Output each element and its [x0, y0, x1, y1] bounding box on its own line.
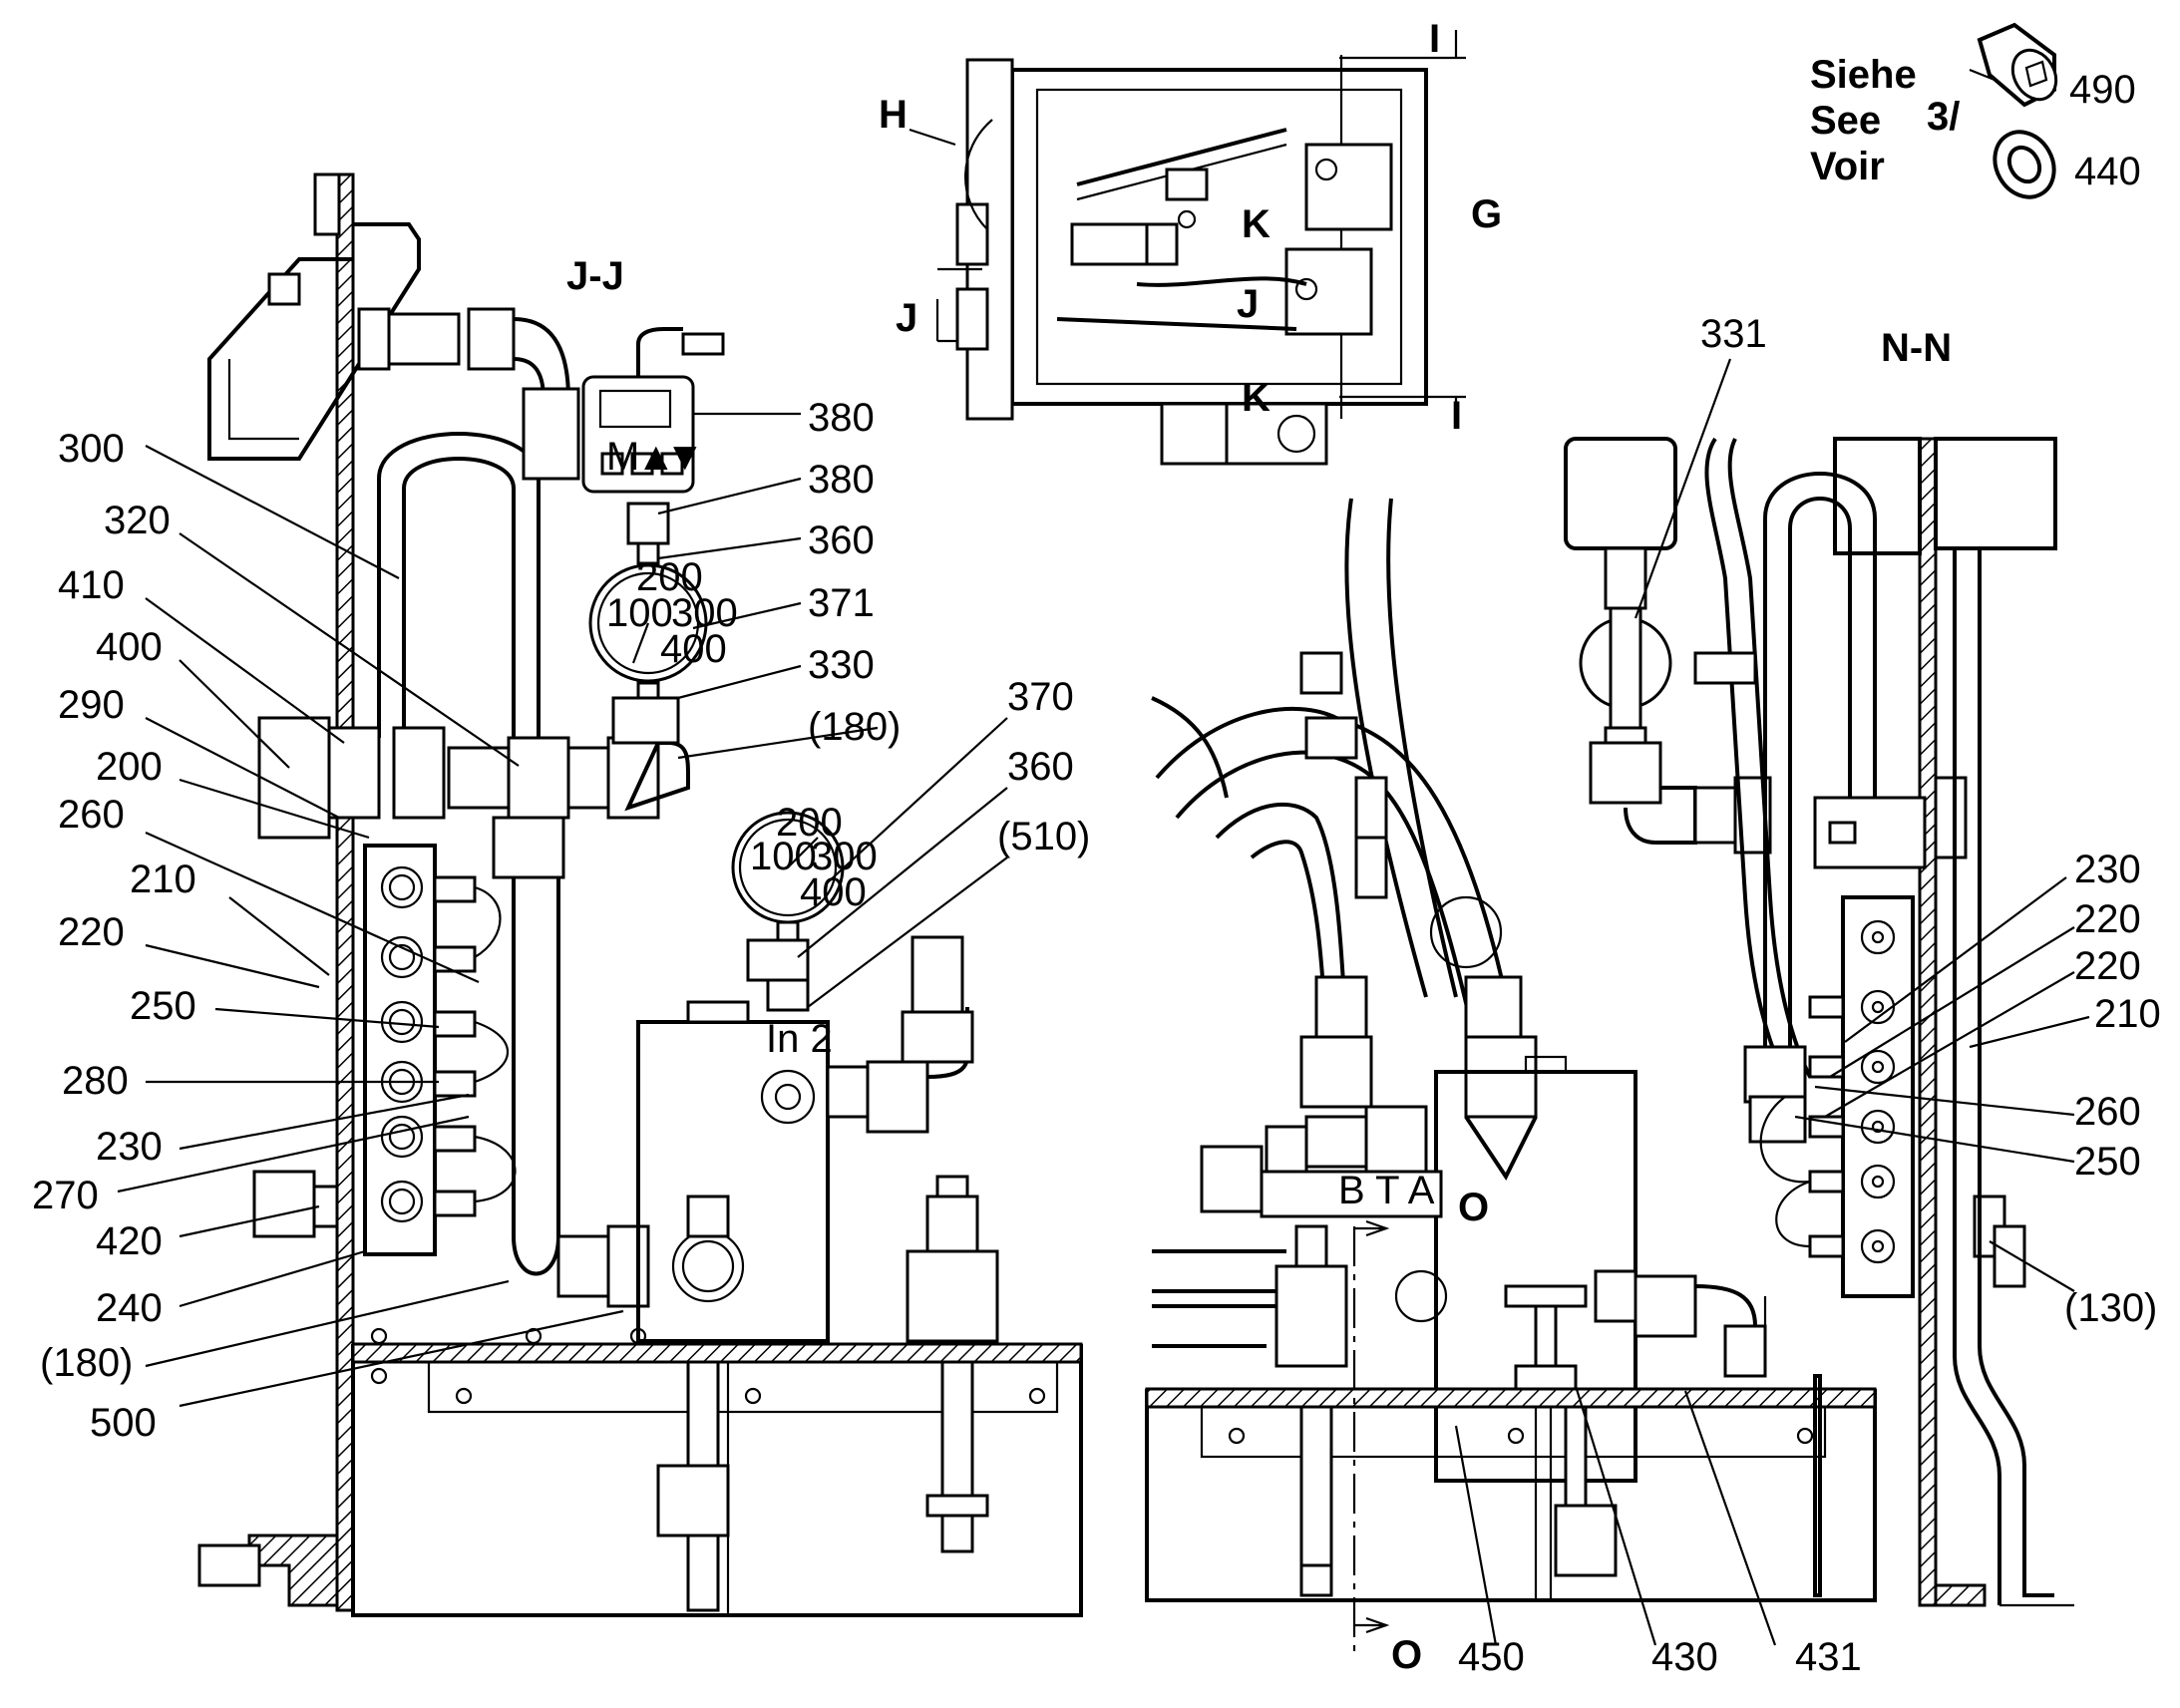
section-label-h: H: [879, 93, 908, 137]
part-label: 331: [1700, 312, 1767, 356]
section-label-i-top: I: [1429, 17, 1440, 61]
part-label: 220: [2074, 897, 2141, 941]
svg-text:200: 200: [776, 801, 843, 845]
part-label: 210: [2094, 992, 2161, 1036]
part-label: 260: [2074, 1090, 2141, 1134]
section-label-o-top: O: [1458, 1186, 1489, 1229]
part-label: 200: [96, 745, 163, 789]
svg-text:100: 100: [606, 591, 673, 635]
svg-text:400: 400: [660, 627, 727, 671]
part-label: 300: [58, 427, 125, 471]
part-label: 330: [808, 643, 875, 687]
right-wall: [1918, 437, 1938, 1607]
part-label: (130): [2064, 1286, 2157, 1330]
part-label: 360: [1007, 745, 1074, 789]
see-note-ref: 3/: [1927, 95, 1960, 139]
section-label-j-inner: J: [1237, 282, 1259, 326]
part-label: (180): [40, 1341, 133, 1385]
part-label: 380: [808, 396, 875, 440]
part-label: 430: [1651, 1635, 1718, 1679]
part-label: 360: [808, 518, 875, 562]
part-labels-top-right: 490 440: [2069, 68, 2141, 193]
view-nn: [1564, 437, 2074, 1607]
leader-lines: [117, 68, 2090, 1646]
view-jj: In 2 200 100 300 400: [197, 172, 1083, 1617]
part-label: 410: [58, 563, 125, 607]
section-label-jj: J-J: [566, 254, 624, 298]
part-label: 230: [96, 1125, 163, 1169]
left-block: [636, 1020, 830, 1343]
svg-text:▲: ▲: [636, 435, 676, 479]
section-label-i-bottom: I: [1451, 394, 1462, 438]
part-label: 280: [62, 1059, 129, 1103]
section-label-g: G: [1471, 192, 1502, 236]
svg-text:M: M: [606, 435, 639, 479]
part-label: 420: [96, 1219, 163, 1263]
see-note-de: Siehe: [1810, 53, 1917, 97]
see-note-en: See: [1810, 99, 1881, 143]
part-label: 220: [58, 910, 125, 954]
section-label-o-bottom: O: [1391, 1633, 1422, 1677]
center-plate: [1145, 1387, 1877, 1409]
valve-marking: B T A: [1338, 1169, 1435, 1212]
part-label: 380: [808, 458, 875, 502]
part-label: 210: [130, 857, 196, 901]
part-label: (180): [808, 705, 901, 749]
part-label: 260: [58, 793, 125, 837]
svg-text:300: 300: [811, 835, 878, 878]
see-note: Siehe See Voir 3/: [1810, 53, 1960, 188]
part-label: 250: [2074, 1140, 2141, 1184]
svg-text:▼: ▼: [665, 435, 705, 479]
loose-parts: [1977, 22, 2058, 199]
left-wall: [335, 172, 355, 1612]
section-labels: J-J N-N G H I I J J K K O O: [566, 17, 1952, 1677]
part-label: (510): [997, 815, 1090, 858]
view-g: [935, 30, 1466, 466]
left-plate: [351, 1342, 1083, 1364]
part-label: 320: [104, 499, 171, 542]
part-label: 230: [2074, 848, 2141, 891]
part-label: 400: [96, 625, 163, 669]
controller-assembly: M ▲ ▼ 200 100 300 400: [581, 327, 738, 745]
part-label: 370: [1007, 675, 1074, 719]
part-label: 440: [2074, 150, 2141, 193]
part-labels-right: 331 230 220 220 210 260 250 (130): [1700, 312, 2161, 1330]
part-labels-left: 300 320 410 400 290 200 260 210 220 250 …: [32, 427, 196, 1445]
part-label: 431: [1795, 1635, 1862, 1679]
part-label: 250: [130, 984, 196, 1028]
block-marking: In 2: [766, 1017, 833, 1061]
section-label-k-top: K: [1242, 202, 1271, 246]
part-label: 240: [96, 1286, 163, 1330]
part-label: 371: [808, 581, 875, 625]
part-label: 270: [32, 1174, 99, 1217]
part-label: 220: [2074, 944, 2141, 988]
svg-text:100: 100: [750, 835, 817, 878]
section-label-k-bottom: K: [1242, 376, 1271, 420]
section-label-nn: N-N: [1881, 326, 1952, 370]
svg-text:200: 200: [636, 555, 703, 599]
part-labels-bottom: 450 430 431: [1458, 1635, 1862, 1679]
section-label-j: J: [896, 296, 917, 340]
svg-text:300: 300: [671, 591, 738, 635]
left-manifold: [363, 844, 437, 1256]
part-label: 490: [2069, 68, 2136, 112]
part-label: 450: [1458, 1635, 1525, 1679]
part-label: 290: [58, 683, 125, 727]
part-label: 500: [90, 1401, 157, 1445]
see-note-fr: Voir: [1810, 145, 1885, 188]
part-labels-center: 380 380 360 371 330 (180) 370 360 (510): [808, 396, 1090, 858]
